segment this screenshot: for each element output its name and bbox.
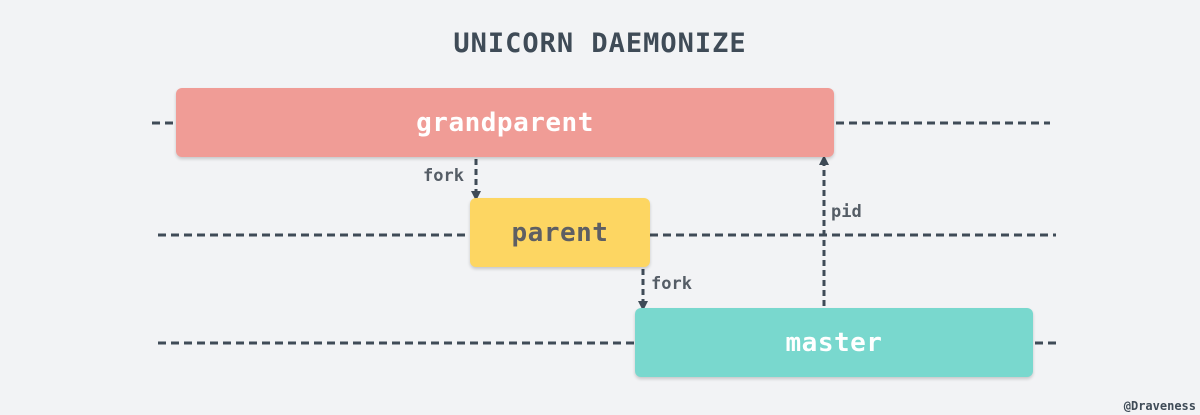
master-process-box: master — [635, 308, 1033, 377]
author-watermark: @Draveness — [1123, 399, 1196, 413]
fork-label-grandparent-parent: fork — [423, 166, 464, 186]
parent-label: parent — [511, 217, 609, 248]
pid-label-master-grandparent: pid — [831, 202, 862, 222]
fork-label-parent-master: fork — [651, 274, 692, 294]
grandparent-label: grandparent — [416, 107, 594, 138]
master-label: master — [785, 327, 883, 358]
diagram-title: UNICORN DAEMONIZE — [453, 28, 747, 59]
parent-process-box: parent — [470, 198, 650, 267]
grandparent-process-box: grandparent — [176, 88, 834, 157]
